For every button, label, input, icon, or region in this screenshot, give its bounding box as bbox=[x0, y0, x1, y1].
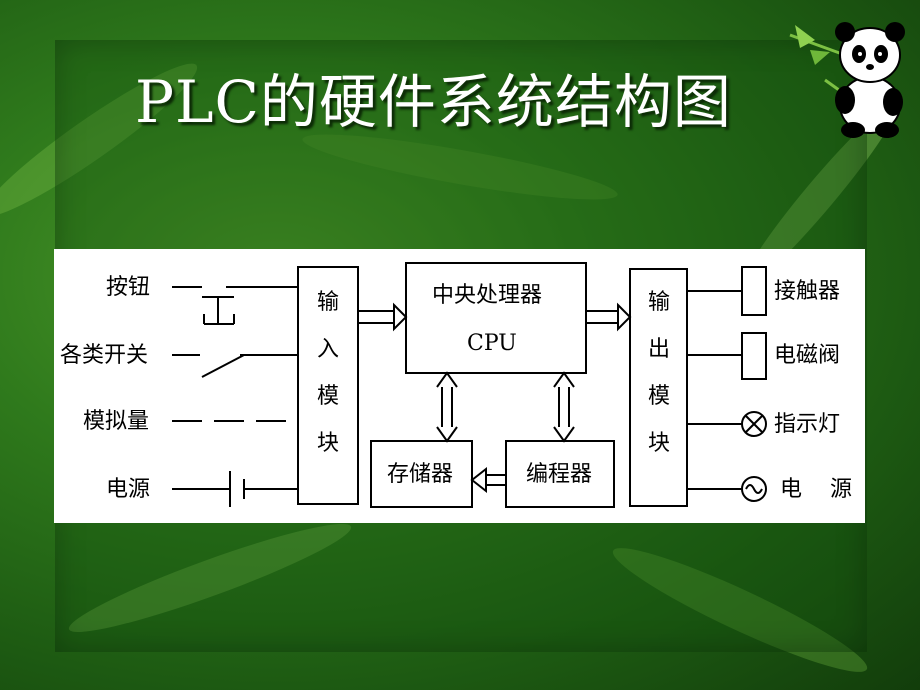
output-module-char: 出 bbox=[647, 337, 670, 362]
plc-hardware-diagram: 按钮 各类开关 模拟量 电源 输 入 模 块 中央处理器 CPU 存储器 编程器… bbox=[54, 249, 865, 523]
memory-label: 存储器 bbox=[387, 462, 454, 487]
output-module-label: 输 出 模 块 bbox=[647, 279, 671, 467]
output-module-char: 模 bbox=[647, 384, 670, 409]
output-module-box bbox=[629, 268, 688, 507]
slide-title: PLC的硬件系统结构图 bbox=[135, 68, 732, 136]
cpu-subtitle: CPU bbox=[467, 331, 517, 356]
input-module-char: 输 bbox=[316, 290, 339, 315]
output-module-char: 块 bbox=[647, 431, 670, 456]
output-label-solenoid-valve: 电磁阀 bbox=[774, 343, 841, 368]
cpu-title: 中央处理器 bbox=[432, 283, 543, 308]
diagram-lines bbox=[172, 262, 767, 508]
input-label-switches: 各类开关 bbox=[60, 343, 149, 368]
output-label-indicator-lamp: 指示灯 bbox=[774, 412, 841, 437]
output-label-contactor: 接触器 bbox=[774, 279, 841, 304]
input-module-label: 输 入 模 块 bbox=[316, 279, 340, 467]
input-module-char: 块 bbox=[316, 431, 339, 456]
input-label-power: 电源 bbox=[106, 477, 151, 502]
cpu-box bbox=[405, 262, 587, 374]
input-label-button: 按钮 bbox=[106, 275, 151, 300]
memory-box bbox=[370, 440, 473, 508]
input-module-box bbox=[297, 266, 359, 505]
input-label-analog: 模拟量 bbox=[83, 409, 150, 434]
output-module-char: 输 bbox=[647, 290, 670, 315]
panda-with-bamboo-icon bbox=[789, 22, 905, 138]
input-module-char: 入 bbox=[316, 337, 339, 362]
input-module-char: 模 bbox=[316, 384, 339, 409]
output-label-power: 电 源 bbox=[780, 477, 852, 502]
programmer-label: 编程器 bbox=[526, 462, 593, 487]
